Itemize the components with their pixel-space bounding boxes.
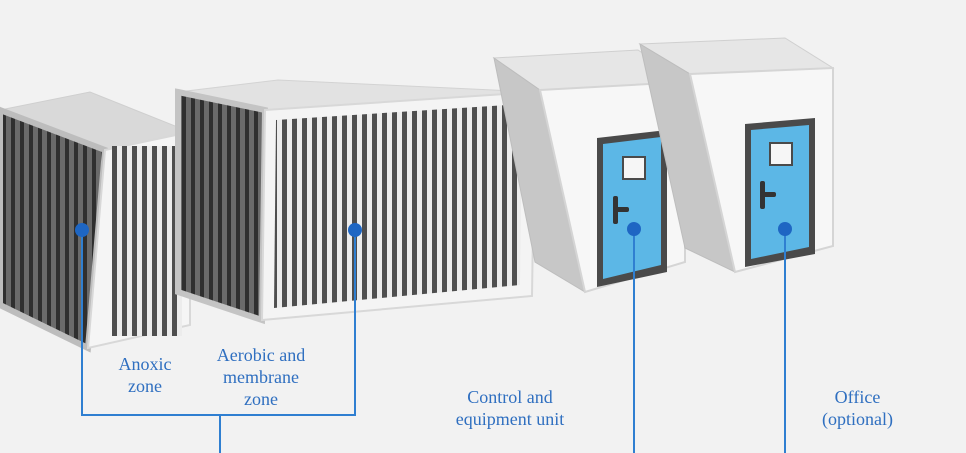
label-anoxic-zone: Anoxic zone [118,354,172,396]
label-office-optional: Office (optional) [822,387,893,429]
aerobic-membrane-container [175,79,537,325]
door-handle-icon [760,181,776,209]
label-aerobic-membrane-zone: Aerobic and membrane zone [216,345,306,409]
marker-dot-aerobic [348,223,362,237]
leader-lines [81,229,786,453]
marker-dot-office [778,222,792,236]
office-cabinet [638,37,835,274]
control-unit-cabinet [492,49,687,294]
marker-dot-control [627,222,641,236]
door-window [622,156,646,180]
leader-line-biological [81,230,356,416]
marker-dot-anoxic [75,223,89,237]
anoxic-container [0,91,192,353]
door-window [769,142,793,166]
door-handle-icon [613,196,629,224]
label-control-equipment-unit: Control and equipment unit [455,387,565,429]
